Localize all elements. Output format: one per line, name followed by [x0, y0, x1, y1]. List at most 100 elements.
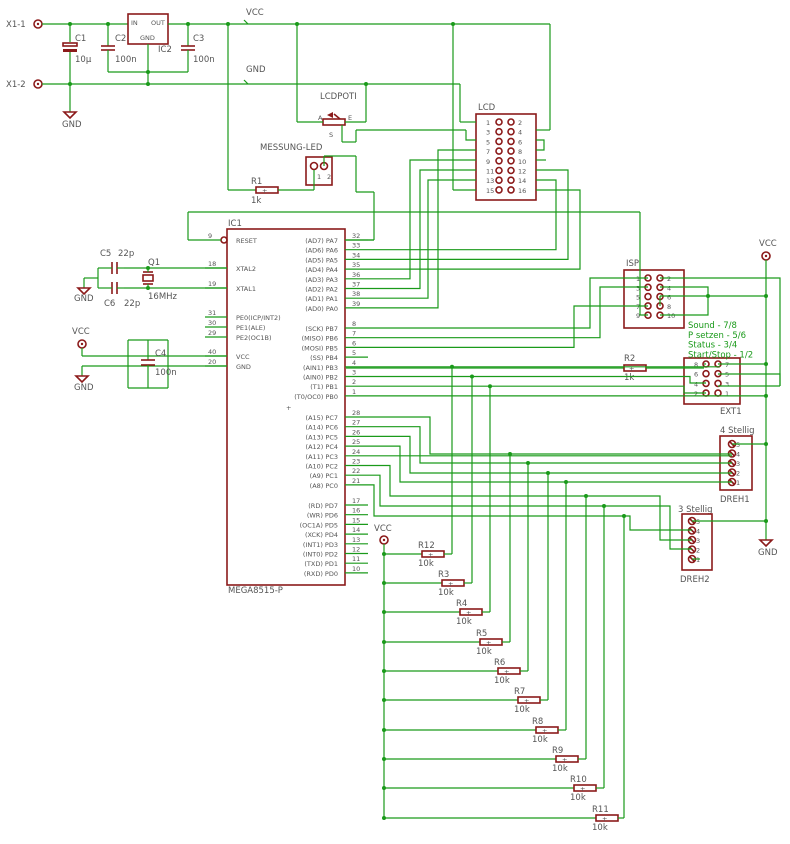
led-header[interactable]	[305, 156, 333, 186]
gnd-label-c1: GND	[62, 120, 82, 130]
lcd-pin-label: 13	[486, 177, 494, 185]
isp-pin-label: 3	[636, 284, 640, 292]
ext1-pin-label: 7	[725, 361, 729, 369]
lcd-pin	[495, 127, 503, 136]
svg-text:+: +	[542, 727, 547, 735]
pullup-name: R11	[592, 805, 609, 815]
mcu-right-pin-label: (AIN0) PB2	[303, 374, 338, 382]
dreh2-header[interactable]	[681, 513, 713, 571]
svg-text:+: +	[486, 639, 491, 647]
ext1-pin-label: 4	[694, 380, 698, 388]
mcu-right-pin-label: (AD3) PA3	[305, 276, 338, 284]
mcu-right-pin-label: (SCK) PB7	[305, 325, 338, 333]
vcc-label-mcu: VCC	[72, 327, 90, 337]
dreh1-title: 4 Stellig	[720, 426, 755, 436]
mcu-right-pin-label: (MOSI) PB5	[302, 344, 338, 352]
vcc-label-pullups: VCC	[374, 524, 392, 534]
ext1-pin-label: 3	[725, 380, 729, 388]
r1-name: R1	[251, 177, 262, 187]
c2-value: 100n	[115, 55, 137, 65]
lcd-pin	[495, 166, 503, 175]
ext1-pin	[702, 369, 710, 378]
mcu-right-pin-number: 6	[352, 339, 356, 347]
mcu-right-pin-label: (A8) PC0	[310, 482, 338, 490]
mcu-right-pin-number: 24	[352, 448, 360, 456]
lcd-pin	[507, 176, 515, 184]
lcd-poti: LCDPOTI A E S	[295, 22, 466, 143]
isp-name: ISP	[626, 259, 639, 269]
right-power: VCC GND	[758, 239, 781, 558]
r1-value: 1k	[251, 196, 261, 206]
dreh-pin-label: 3	[696, 537, 700, 545]
isp-header[interactable]	[623, 269, 685, 329]
dreh2-title: 3 Stellig	[678, 505, 713, 515]
ext1-pin	[714, 389, 722, 397]
mcu-left-pin-number: 29	[208, 329, 216, 337]
mcu-right-pin: (MOSI) PB5 6	[302, 339, 368, 352]
mcu-left-pin-number: 30	[208, 319, 216, 327]
c2-name: C2	[115, 34, 126, 44]
c3-name: C3	[193, 34, 204, 44]
mcu-right-pin-number: 10	[352, 565, 360, 573]
lcd-name: LCD	[478, 103, 496, 113]
mcu-left-pin-label: GND	[236, 363, 251, 371]
mcu-right-pin-label: (A10) PC2	[306, 463, 338, 471]
mcu-right-pin-label: (RXD) PD0	[304, 570, 338, 578]
gnd-label-crystal: GND	[74, 294, 94, 304]
mcu-left-pin-label: XTAL1	[236, 285, 256, 293]
mcu-right-pin-number: 21	[352, 477, 360, 485]
mcu-right-pin: (A8) PC0 21	[310, 477, 368, 490]
mcu-right-pin-number: 2	[352, 378, 356, 386]
mcu-right-pin-label: (MISO) PB6	[302, 335, 338, 343]
regulator-gnd: GND	[140, 34, 155, 42]
svg-text:+: +	[466, 609, 471, 617]
mcu-right-pin-label: (AD1) PA1	[305, 295, 338, 303]
pullup-value: 10k	[438, 588, 454, 598]
mcu-right-pin-label: (AIN1) PB3	[303, 364, 338, 372]
svg-text:+: +	[629, 365, 634, 373]
mcu-right-pin-label: (INT1) PD3	[303, 541, 338, 549]
pullup-name: R4	[456, 599, 467, 609]
mcu-right-pin-number: 27	[352, 419, 360, 427]
mcu-right-pin-label: (XCK) PD4	[305, 531, 338, 539]
lcd-pin-label: 2	[518, 119, 522, 127]
lcd-pin-label: 3	[486, 129, 490, 137]
ext1-name: EXT1	[720, 407, 742, 417]
lcd-pin	[507, 147, 515, 155]
mcu-right-pin-number: 15	[352, 516, 360, 524]
svg-text:+: +	[580, 785, 585, 793]
lcd-pin-label: 12	[518, 168, 526, 176]
mcu-right-pin-label: (A9) PC1	[310, 472, 338, 480]
mcu-right-pin-number: 34	[352, 251, 360, 259]
ext1-header[interactable]	[683, 357, 741, 405]
c6-name: C6	[104, 299, 115, 309]
mcu-right-pin-number: 39	[352, 300, 360, 308]
isp-pin-label: 1	[636, 275, 640, 283]
lcd-pin-label: 10	[518, 158, 526, 166]
connector-x1-2-label: X1-2	[6, 80, 26, 90]
pullup-value: 10k	[456, 617, 472, 627]
lcd-pin	[507, 137, 515, 146]
isp-pin-label: 9	[636, 312, 640, 320]
ext1-note: Status - 3/4	[688, 341, 737, 351]
pullup-value: 10k	[418, 559, 434, 569]
mcu-right-pin-label: (TXD) PD1	[304, 560, 338, 568]
regulator-name: IC2	[158, 45, 172, 55]
pullup-value: 10k	[552, 764, 568, 774]
lcd-header[interactable]	[475, 113, 537, 201]
